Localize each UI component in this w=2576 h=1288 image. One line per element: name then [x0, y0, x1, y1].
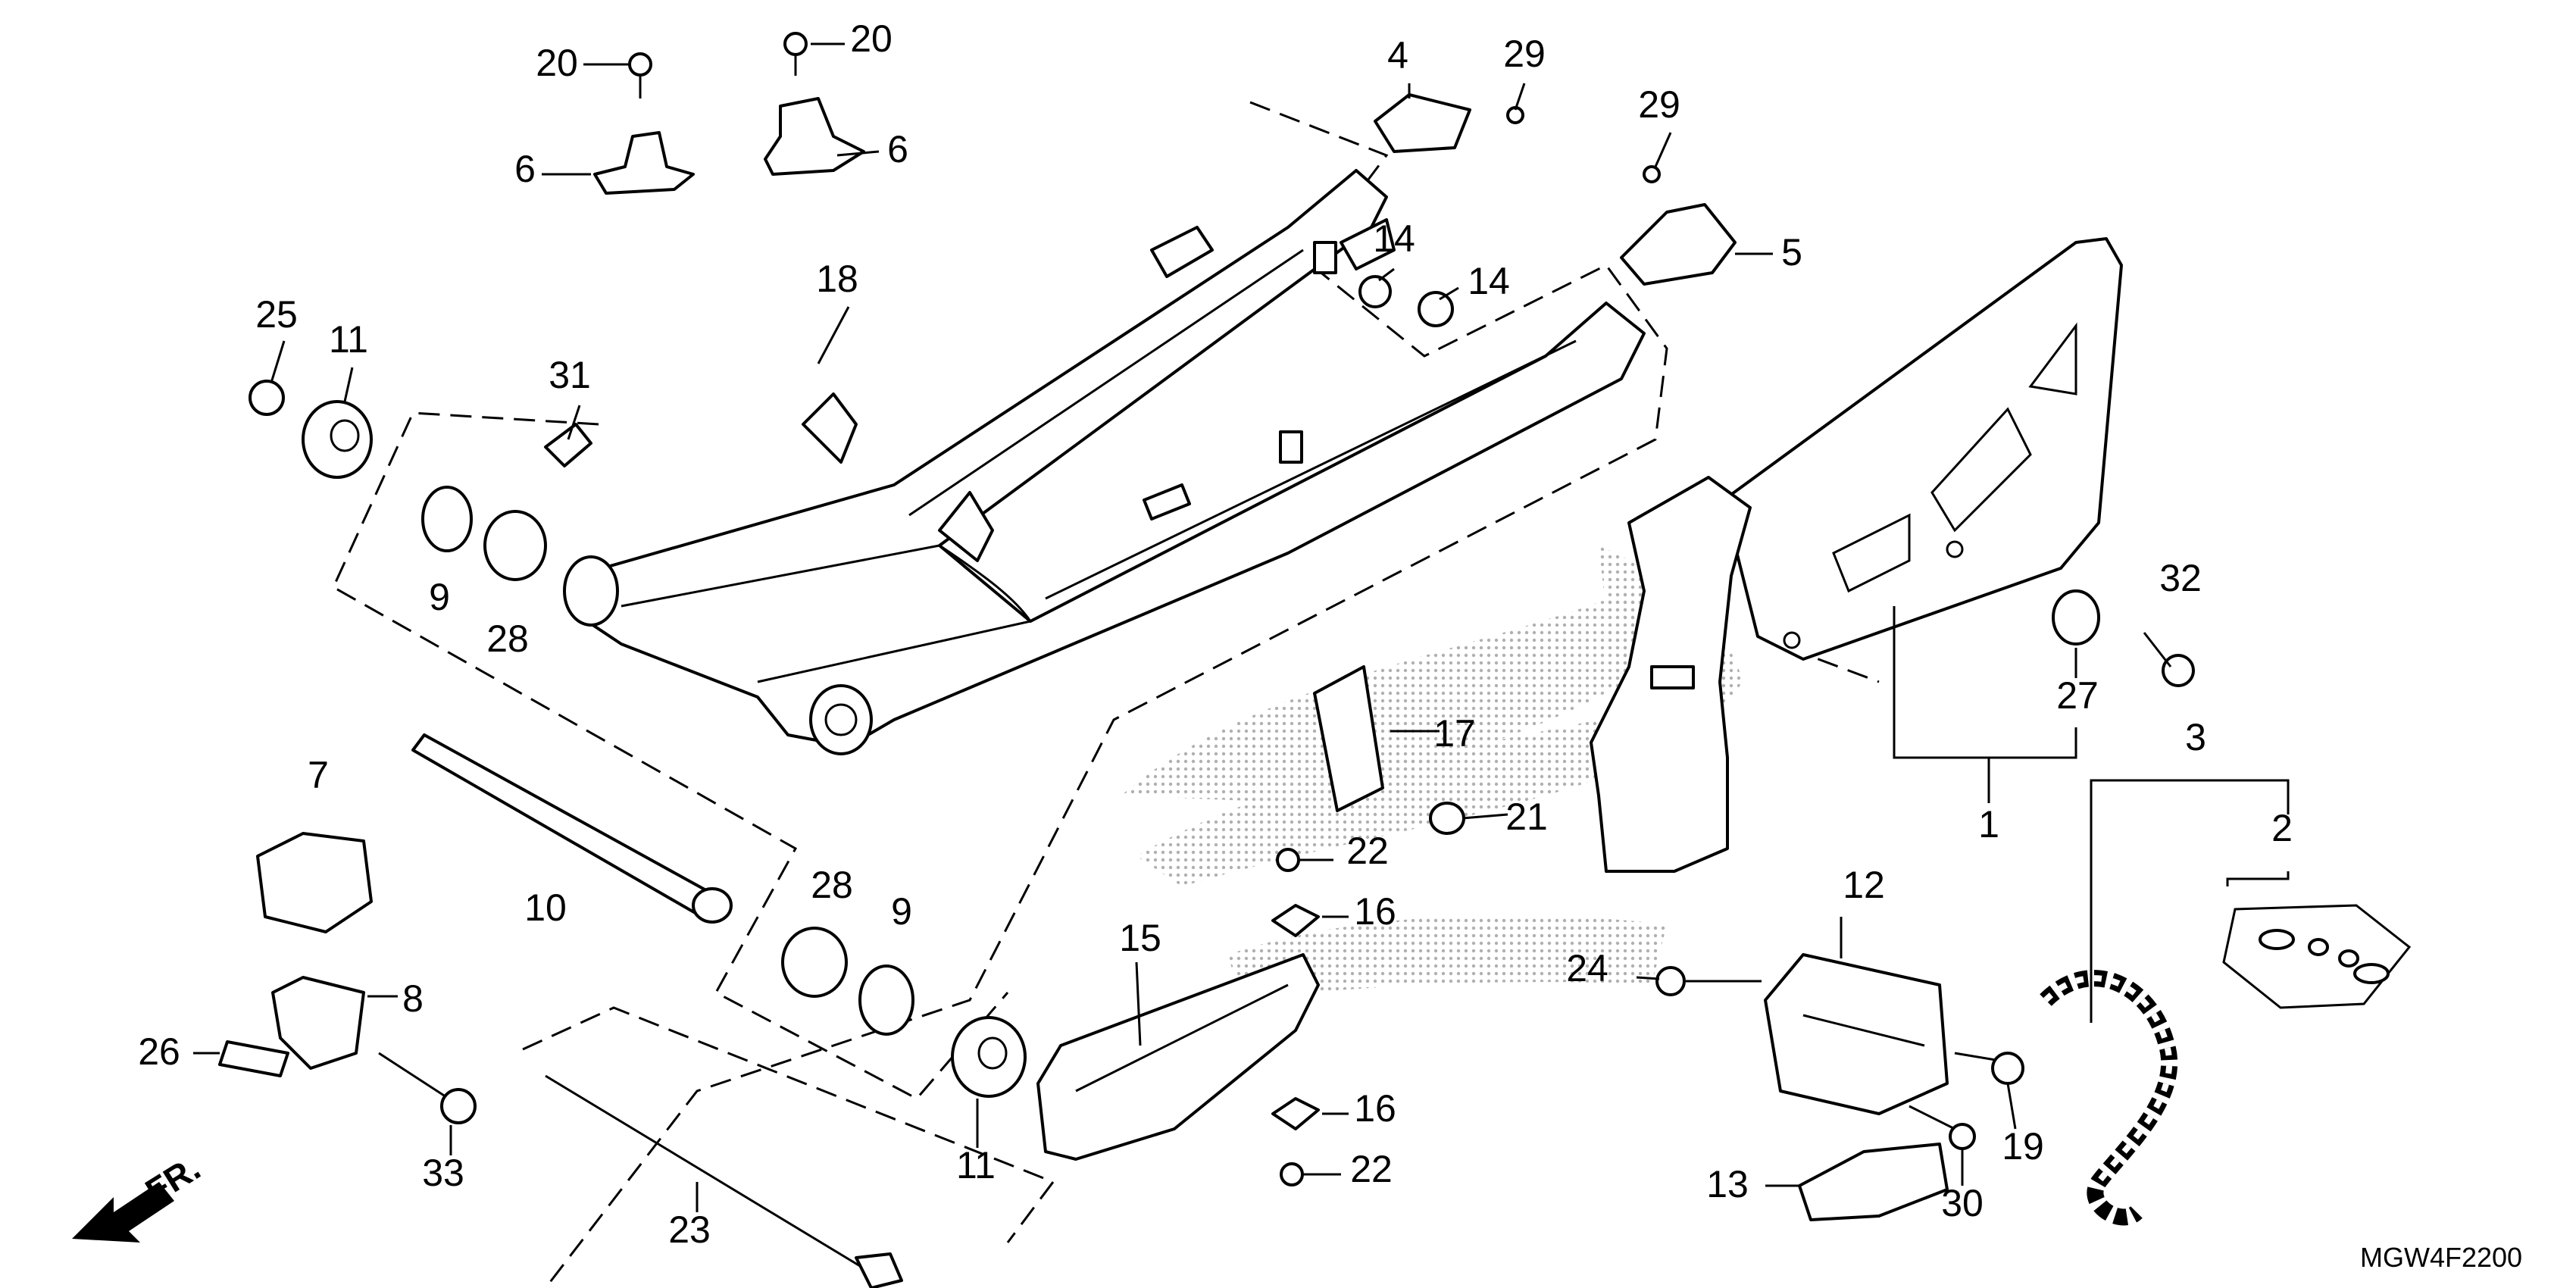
callout-c15: 15 [1119, 917, 1161, 959]
callout-c19: 19 [2002, 1125, 2044, 1168]
callout-c31: 31 [549, 354, 591, 396]
callout-c33: 33 [422, 1152, 464, 1194]
diagram-code: MGW4F2200 [2360, 1242, 2522, 1273]
callout-c14b: 14 [1468, 260, 1510, 302]
callout-c9a: 9 [429, 576, 450, 618]
drive-chain [2040, 970, 2178, 1226]
pivot-group-outline [332, 411, 1009, 1100]
axle-bolt-outline [522, 1006, 1055, 1243]
callout-c16a: 16 [1354, 890, 1396, 933]
callout-c3: 3 [2185, 716, 2206, 758]
callout-c4: 4 [1387, 34, 1408, 77]
callout-c1: 1 [1978, 803, 1999, 846]
callout-c8: 8 [402, 977, 424, 1020]
callout-c21: 21 [1505, 796, 1548, 838]
callout-c22a: 22 [1346, 830, 1389, 872]
swingarm [563, 169, 1646, 755]
callout-c28a: 28 [486, 617, 529, 660]
callout-c26: 26 [138, 1030, 180, 1073]
callout-c23: 23 [668, 1208, 711, 1251]
callout-c12: 12 [1843, 864, 1885, 906]
callout-c20a: 20 [536, 42, 578, 84]
callout-c18: 18 [816, 258, 858, 300]
callout-c9b: 9 [891, 890, 912, 933]
leader-lines [193, 42, 2290, 1212]
callout-c11b: 11 [956, 1144, 996, 1186]
small-parts [218, 32, 2195, 1288]
callout-c28b: 28 [811, 864, 853, 906]
callout-c16b: 16 [1354, 1087, 1396, 1130]
callout-c6b: 6 [887, 128, 908, 170]
callout-c5: 5 [1781, 231, 1802, 274]
chain-guard [1722, 237, 2123, 661]
callout-c29a: 29 [1503, 33, 1546, 75]
callout-c7: 7 [308, 754, 329, 796]
callout-c2: 2 [2271, 807, 2293, 849]
callout-c11a: 11 [329, 318, 368, 361]
callout-c25: 25 [255, 293, 298, 336]
callout-c27: 27 [2056, 674, 2099, 717]
callout-c30: 30 [1941, 1182, 1984, 1224]
callout-c10: 10 [524, 886, 567, 929]
master-link-kit [2222, 904, 2412, 1009]
front-direction-arrow: FR. [72, 1148, 207, 1243]
callout-c13: 13 [1706, 1163, 1749, 1205]
callout-c20b: 20 [850, 17, 893, 60]
callout-c6a: 6 [514, 148, 536, 190]
callout-c17: 17 [1433, 712, 1476, 755]
callout-c14a: 14 [1373, 217, 1415, 260]
callout-c24: 24 [1566, 947, 1608, 989]
callout-c32: 32 [2159, 557, 2202, 599]
chain-guard-rubber [1590, 476, 1752, 873]
callout-c22b: 22 [1350, 1148, 1393, 1190]
callout-c29b: 29 [1638, 83, 1680, 126]
